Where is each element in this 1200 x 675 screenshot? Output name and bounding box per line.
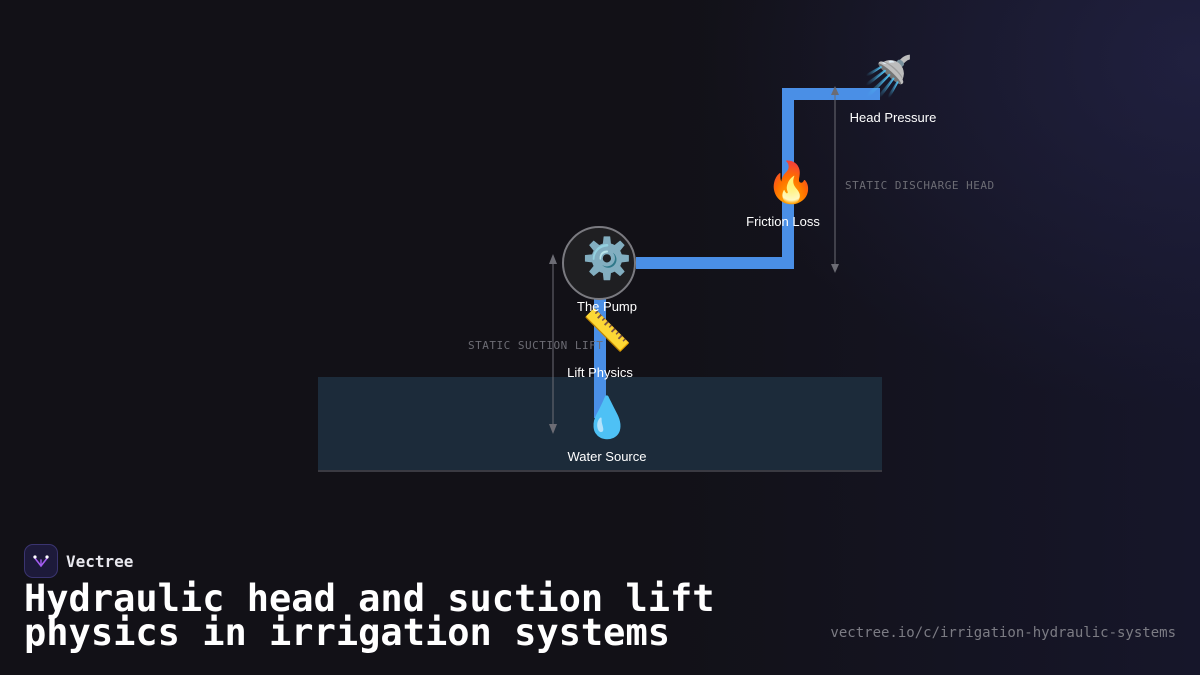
- friction-loss-label: Friction Loss: [746, 214, 820, 229]
- pump-housing: [562, 226, 636, 300]
- gear-icon: ⚙️: [582, 236, 632, 282]
- static-discharge-head-label: STATIC DISCHARGE HEAD: [845, 179, 995, 192]
- discharge-head-dimension: [831, 86, 839, 273]
- shower-icon: 🚿: [863, 54, 913, 100]
- water-drop-icon: 💧: [582, 395, 632, 441]
- lift-physics-label: Lift Physics: [567, 365, 633, 380]
- vectree-logo-icon: [24, 544, 58, 578]
- suction-pipe: [594, 298, 606, 418]
- ruler-icon: 📏: [582, 308, 632, 354]
- fire-icon: 🔥: [766, 160, 816, 206]
- water-source-label: Water Source: [567, 449, 647, 464]
- brand: Vectree: [24, 544, 133, 578]
- brand-name: Vectree: [66, 551, 134, 571]
- page-title: Hydraulic head and suction lift physics …: [24, 577, 715, 654]
- suction-lift-dimension: [549, 254, 557, 434]
- discharge-pipe: [636, 88, 880, 269]
- source-url[interactable]: vectree.io/c/irrigation-hydraulic-system…: [830, 625, 1176, 641]
- head-pressure-label: Head Pressure: [849, 110, 937, 125]
- pump-label: The Pump: [577, 299, 637, 314]
- static-suction-lift-label: STATIC SUCTION LIFT: [468, 339, 604, 352]
